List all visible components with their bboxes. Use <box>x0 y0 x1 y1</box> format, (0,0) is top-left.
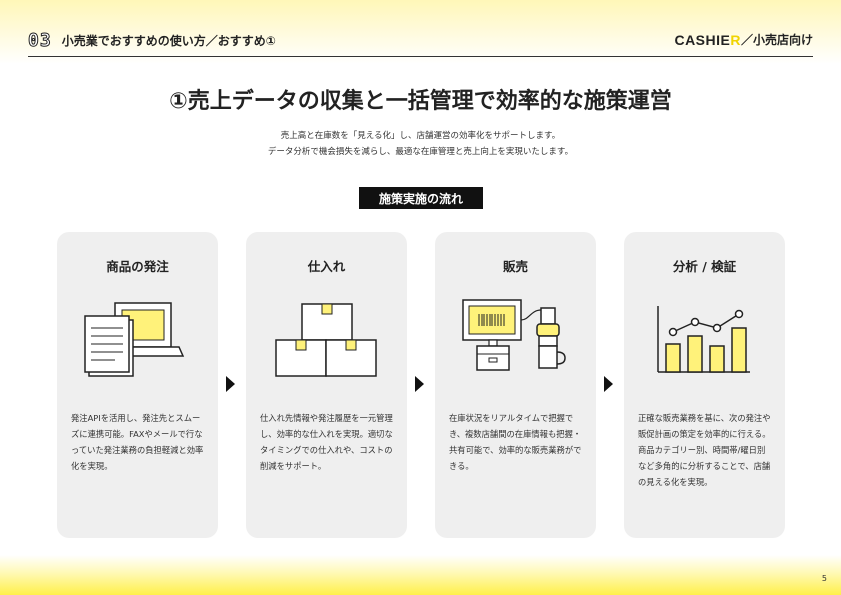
step-description: 発注APIを活用し、発注先とスムーズに連携可能。FAXやメールで行なっていた発注… <box>71 413 204 471</box>
flow-arrow-icon <box>226 376 235 392</box>
step-card-order: 商品の発注 発注APIを活用し、発注先とスムーズに連携可能。FAXやメールで行な… <box>57 232 218 538</box>
step-description: 在庫状況をリアルタイムで把握でき、複数店舗間の在庫情報も把握・共有可能で、効率的… <box>449 413 582 471</box>
intro-text: 売上高と在庫数を「見える化」し、店舗運営の効率化をサポートします。 データ分析で… <box>0 128 841 160</box>
page-number: 5 <box>821 574 827 583</box>
section-number: 03 <box>28 29 52 51</box>
step-description: 仕入れ先情報や発注履歴を一元管理し、効率的な仕入れを実現。適切なタイミングでの仕… <box>260 413 393 471</box>
brand-logo: CASHIER <box>674 32 741 48</box>
order-documents-laptop-icon <box>77 296 198 386</box>
footer-band <box>0 555 841 595</box>
flow-arrow-icon <box>604 376 613 392</box>
step-title: 仕入れ <box>307 259 346 274</box>
intro-line-1: 売上高と在庫数を「見える化」し、店舗運営の効率化をサポートします。 <box>280 131 561 141</box>
step-card-analysis: 分析 / 検証 正確な販売業務を基に、次の発注や販促計画の策定を効率的に行える。… <box>624 232 785 538</box>
step-title: 販売 <box>502 259 528 274</box>
page-title: ①売上データの収集と一括管理で効率的な施策運営 <box>169 89 672 114</box>
section-header: 03 小売業でおすすめの使い方／おすすめ① <box>28 29 276 51</box>
pos-register-scanner-icon <box>455 296 576 386</box>
step-description: 正確な販売業務を基に、次の発注や販促計画の策定を効率的に行える。商品カテゴリー別… <box>638 413 771 487</box>
intro-line-2: データ分析で機会損失を減らし、最適な在庫管理と売上向上を実現いたします。 <box>267 147 574 157</box>
flow-label: 施策実施の流れ <box>359 187 483 209</box>
brand-name: CASHIE <box>674 31 731 48</box>
brand-accent-letter: R <box>730 31 741 48</box>
header-band <box>0 0 841 64</box>
bar-line-chart-icon <box>644 296 765 386</box>
step-card-purchase: 仕入れ 仕入れ先情報や発注履歴を一元管理し、効率的な仕入れを実現。適切なタイミン… <box>246 232 407 538</box>
flow-arrow-icon <box>415 376 424 392</box>
brand-suffix: ／小売店向け <box>740 33 813 47</box>
step-title: 分析 / 検証 <box>672 259 737 274</box>
stacked-boxes-icon <box>266 296 387 386</box>
brand-header: CASHIER ／小売店向け <box>674 31 813 48</box>
step-card-sales: 販売 在庫状況をリアルタイムで把握でき、複数店舗間の在庫情報も把握・共有可能で <box>435 232 596 538</box>
section-title: 小売業でおすすめの使い方／おすすめ① <box>61 33 276 48</box>
header-divider <box>28 56 813 57</box>
step-title: 商品の発注 <box>106 259 169 274</box>
